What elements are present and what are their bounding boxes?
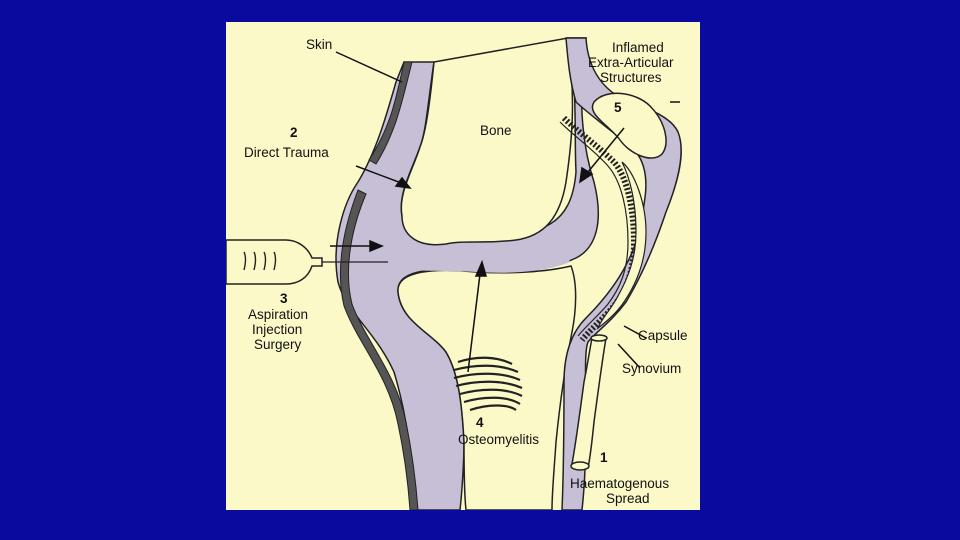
osteomyelitis-hatch <box>453 356 523 412</box>
arrows <box>330 51 680 373</box>
capsule-gap <box>596 161 647 330</box>
joint-space <box>402 244 570 273</box>
label-item3-number: 3 <box>280 291 288 306</box>
label-bone: Bone <box>480 123 512 138</box>
label-structures: Structures <box>600 70 662 85</box>
skin-band-lower <box>339 189 419 510</box>
septic-joint-diagram: Skin Bone 2 Direct Trauma 3 Aspiration I… <box>226 37 688 510</box>
label-item2-number: 2 <box>290 125 298 140</box>
skin-band <box>368 61 413 165</box>
label-item4-number: 4 <box>476 415 484 430</box>
synovium-edge <box>559 121 629 337</box>
vessel-end <box>570 461 590 471</box>
diagram-panel: Skin Bone 2 Direct Trauma 3 Aspiration I… <box>226 22 700 510</box>
label-spread: Spread <box>606 491 650 506</box>
vessel-top <box>590 334 608 342</box>
label-aspiration: Aspiration <box>248 307 308 322</box>
label-haematogenous: Haematogenous <box>570 476 669 491</box>
label-extra-articular: Extra-Articular <box>588 55 674 70</box>
upper-bone <box>400 37 574 246</box>
bursa <box>591 92 667 159</box>
label-capsule: Capsule <box>638 328 688 343</box>
label-item5-number: 5 <box>614 100 622 115</box>
label-osteomyelitis: Osteomyelitis <box>458 432 539 447</box>
label-skin: Skin <box>306 37 332 52</box>
lower-bone <box>397 265 577 510</box>
label-inflamed: Inflamed <box>612 40 664 55</box>
label-item1-number: 1 <box>600 450 608 465</box>
label-injection: Injection <box>252 322 302 337</box>
label-direct-trauma: Direct Trauma <box>244 145 329 160</box>
label-surgery: Surgery <box>254 337 302 352</box>
syringe <box>226 239 388 285</box>
label-synovium: Synovium <box>622 361 681 376</box>
